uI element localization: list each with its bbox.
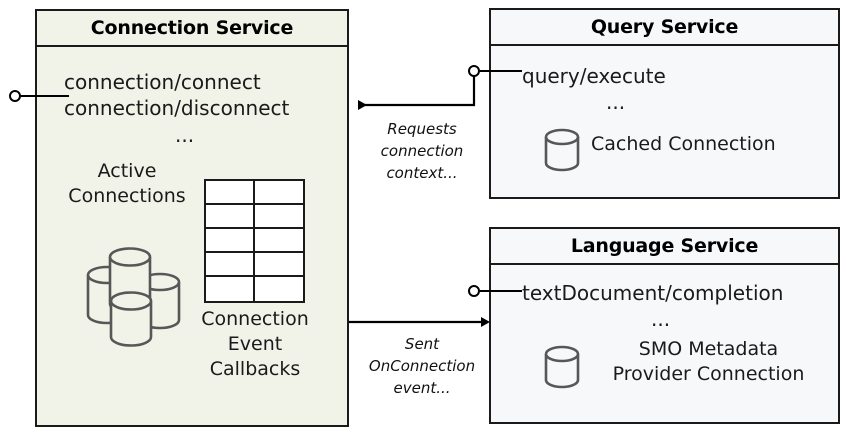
- table-cell: [254, 277, 303, 301]
- lollipop-stem-query-service: [480, 70, 522, 72]
- cached-connection-label: Cached Connection: [591, 133, 776, 155]
- query-service-body: query/execute ... Cached Connection: [491, 46, 838, 197]
- operation-query-execute: query/execute: [522, 64, 666, 88]
- table-cell: [254, 229, 303, 253]
- lollipop-stem-language-service: [480, 290, 522, 292]
- connection-service-title: Connection Service: [37, 11, 347, 47]
- component-query-service[interactable]: Query Service query/execute ... Cached C…: [489, 8, 840, 199]
- table-cell: [254, 253, 303, 277]
- connection-event-callbacks-table: [204, 179, 305, 303]
- lollipop-icon-query-service[interactable]: [468, 65, 480, 77]
- table-cell: [206, 205, 255, 229]
- component-connection-service[interactable]: Connection Service connection/connect co…: [35, 9, 349, 427]
- table-cell: [206, 181, 255, 205]
- active-connections-cylinder-cluster-icon: [86, 247, 181, 347]
- lollipop-icon-connection-service[interactable]: [9, 90, 21, 102]
- operation-connection-disconnect: connection/disconnect: [64, 96, 290, 120]
- lollipop-stem-connection-service: [21, 95, 69, 97]
- arrow-label-sent-onconnection-event: Sent OnConnection event...: [368, 335, 476, 397]
- cached-connection-cylinder-icon: [544, 128, 580, 172]
- arrow-label-requests-connection-context: Requests connection context...: [380, 120, 464, 182]
- table-cell: [206, 277, 255, 301]
- component-language-service[interactable]: Language Service textDocument/completion…: [489, 227, 840, 424]
- query-service-ellipsis: ...: [606, 90, 626, 114]
- connection-event-callbacks-label: Connection Event Callbacks: [201, 308, 309, 380]
- arrow-query-to-connection: [358, 76, 476, 110]
- connection-service-ellipsis: ...: [175, 123, 195, 147]
- language-service-body: textDocument/completion ... SMO Metadata…: [491, 265, 838, 422]
- lollipop-icon-language-service[interactable]: [468, 285, 480, 297]
- language-service-title: Language Service: [491, 229, 838, 265]
- smo-metadata-provider-connection-label: SMO Metadata Provider Connection: [612, 338, 805, 385]
- operation-textdocument-completion: textDocument/completion: [522, 281, 784, 305]
- connection-service-body: connection/connect connection/disconnect…: [37, 47, 347, 425]
- table-cell: [206, 253, 255, 277]
- smo-metadata-cylinder-icon: [544, 345, 580, 389]
- operation-connection-connect: connection/connect: [64, 70, 261, 94]
- active-connections-label: Active Connections: [68, 160, 186, 207]
- table-cell: [254, 205, 303, 229]
- language-service-ellipsis: ...: [651, 307, 671, 331]
- table-cell: [206, 229, 255, 253]
- query-service-title: Query Service: [491, 10, 838, 46]
- table-cell: [254, 181, 303, 205]
